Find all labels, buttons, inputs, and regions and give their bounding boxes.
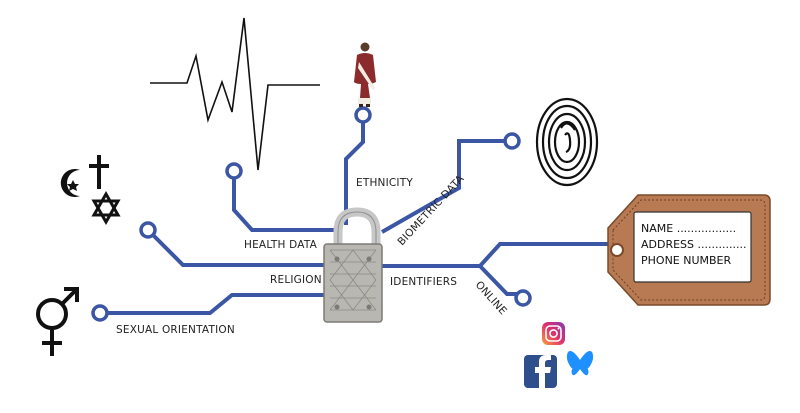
wire-religion: [146, 228, 330, 267]
wire-ethnicity: [344, 115, 365, 225]
wire-identifiers: [378, 242, 608, 268]
wire-sexual: [100, 293, 330, 315]
luggage-tag: NAME ................. ADDRESS .........…: [607, 194, 771, 306]
fingerprint-icon: [535, 97, 599, 187]
facebook-icon: [524, 355, 557, 388]
node-online: [514, 289, 532, 307]
label-identifiers: IDENTIFIERS: [390, 276, 457, 288]
wire-biometric: [381, 139, 512, 234]
religion-symbols-icon: [60, 155, 121, 226]
tag-name-field: NAME .................: [641, 222, 736, 235]
instagram-icon: [542, 322, 565, 345]
label-online: ONLINE: [473, 279, 509, 317]
gender-symbol-icon: [36, 287, 79, 356]
label-health-data: HEALTH DATA: [244, 239, 318, 251]
label-religion: RELIGION: [270, 274, 322, 286]
wire-health: [232, 171, 340, 232]
tag-phone-field: PHONE NUMBER: [641, 254, 732, 267]
padlock-icon: [323, 207, 383, 323]
circuit-wires: [100, 115, 608, 315]
bluesky-icon: [566, 351, 594, 376]
node-health: [225, 162, 243, 180]
heartbeat-icon: [150, 17, 320, 171]
label-sexual-orientation: SEXUAL ORIENTATION: [116, 324, 235, 336]
node-religion: [139, 221, 157, 239]
label-ethnicity: ETHNICITY: [356, 177, 413, 189]
node-biometric: [503, 132, 521, 150]
node-ethnicity: [354, 106, 372, 124]
tag-address-field: ADDRESS ..............: [641, 238, 746, 251]
node-sexual: [91, 304, 109, 322]
circuit-nodes: [91, 106, 532, 322]
person-icon: [354, 42, 376, 107]
